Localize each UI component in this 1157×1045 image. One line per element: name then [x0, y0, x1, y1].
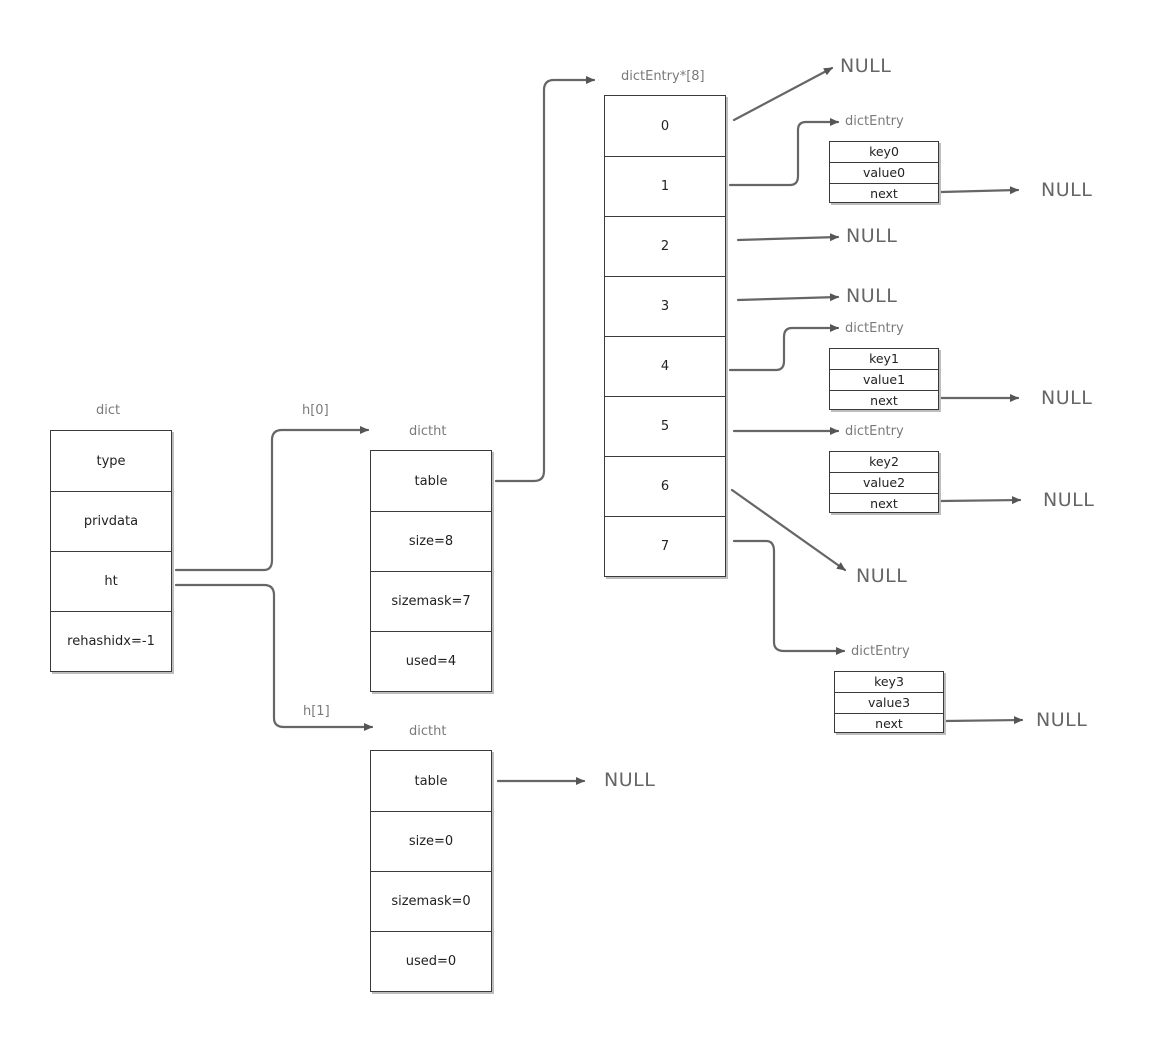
dictht-0: table size=8 sizemask=7 used=4 [370, 450, 492, 692]
arrow-entry0-next-null [939, 186, 1020, 195]
ht1-field-table: table [414, 773, 448, 789]
slot-3: 3 [605, 276, 725, 336]
slot-7: 7 [605, 516, 725, 576]
entry3-key: key3 [874, 674, 904, 689]
dict-entry-2: key2 value2 next [829, 451, 939, 513]
ht0-title: dictht [409, 424, 447, 439]
ht1-table-null: NULL [604, 769, 656, 791]
dict-struct: type privdata ht rehashidx=-1 [50, 430, 172, 672]
entry0-title: dictEntry [845, 114, 904, 129]
ht0-field-size: size=8 [371, 511, 491, 571]
entry0-next-null: NULL [1041, 179, 1093, 201]
arrow-slot1-entry0 [728, 118, 840, 187]
dict-field-rehashidx: rehashidx=-1 [51, 611, 171, 671]
arrow-slot7-entry3 [732, 539, 846, 655]
ht0-field-table: table [414, 473, 448, 489]
ht0-field-sizemask: sizemask=7 [371, 571, 491, 631]
h0-label: h[0] [302, 403, 329, 418]
arrow-ht-to-h0 [174, 426, 370, 572]
arrow-entry3-next-null [943, 716, 1024, 725]
arrow-slot2-null [736, 233, 840, 242]
dict-entry-1: key1 value1 next [829, 348, 939, 410]
entry2-key: key2 [869, 454, 899, 469]
slot-6: 6 [605, 456, 725, 516]
entry3-title: dictEntry [851, 644, 910, 659]
dictht-1: table size=0 sizemask=0 used=0 [370, 750, 492, 992]
slot-4: 4 [605, 336, 725, 396]
slot-2: 2 [605, 216, 725, 276]
entry2-title: dictEntry [845, 424, 904, 439]
arrow-entry2-next-null [939, 496, 1022, 505]
ht1-field-size: size=0 [371, 811, 491, 871]
arrow-ht-to-h1 [174, 583, 374, 731]
slot-0: 0 [660, 118, 670, 134]
dict-title: dict [96, 403, 121, 418]
arrow-slot4-entry1 [728, 324, 840, 372]
entry3-next-null: NULL [1036, 709, 1088, 731]
slot3-null: NULL [846, 285, 898, 307]
entry1-key: key1 [869, 351, 899, 366]
dict-field-type: type [96, 453, 126, 469]
arrow-slot3-null [736, 293, 840, 302]
dict-field-privdata: privdata [51, 491, 171, 551]
entry0-value: value0 [830, 162, 938, 183]
h1-label: h[1] [303, 704, 330, 719]
slot2-null: NULL [846, 225, 898, 247]
entry1-value: value1 [830, 369, 938, 390]
ht1-field-used: used=0 [371, 931, 491, 991]
entry0-next: next [830, 183, 938, 204]
entry1-next: next [830, 390, 938, 411]
entry0-key: key0 [869, 144, 899, 159]
table-title: dictEntry*[8] [621, 69, 705, 84]
arrow-table-to-array [494, 76, 596, 483]
entry1-title: dictEntry [845, 321, 904, 336]
dict-entry-3: key3 value3 next [834, 671, 944, 733]
slot-5: 5 [605, 396, 725, 456]
slot0-null: NULL [840, 55, 892, 77]
slot-1: 1 [605, 156, 725, 216]
entry3-value: value3 [835, 692, 943, 713]
ht1-title: dictht [409, 724, 447, 739]
arrow-slot0-null [732, 66, 834, 122]
entry2-next-null: NULL [1043, 489, 1095, 511]
entry1-next-null: NULL [1041, 387, 1093, 409]
dict-field-ht: ht [51, 551, 171, 611]
ht0-field-used: used=4 [371, 631, 491, 691]
dict-entry-0: key0 value0 next [829, 141, 939, 203]
entry3-next: next [835, 713, 943, 734]
slot6-null: NULL [856, 565, 908, 587]
entry2-value: value2 [830, 472, 938, 493]
arrow-slot6-null [730, 488, 847, 572]
dict-entry-array: 0 1 2 3 4 5 6 7 [604, 95, 726, 577]
ht1-field-sizemask: sizemask=0 [371, 871, 491, 931]
entry2-next: next [830, 493, 938, 514]
